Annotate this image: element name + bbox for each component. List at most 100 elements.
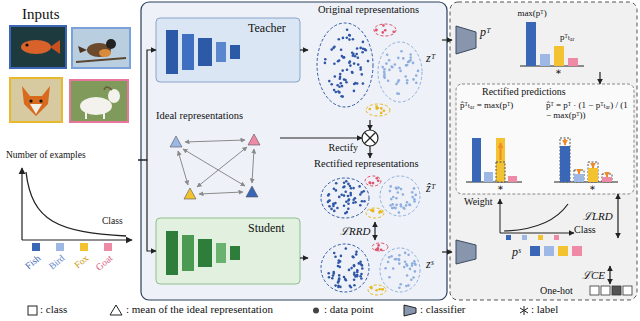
data-point: [355, 274, 358, 277]
data-point: [333, 46, 336, 49]
data-point: [406, 201, 409, 204]
data-point: [385, 62, 388, 65]
data-point: [394, 258, 397, 261]
data-point: [361, 51, 364, 54]
input-images: [10, 26, 130, 122]
data-point: [352, 187, 355, 190]
annotation-label: Fish: [13, 253, 43, 281]
data-point: [337, 280, 340, 283]
data-point: [340, 82, 343, 85]
data-point: [334, 75, 337, 78]
data-point: [395, 197, 398, 200]
data-point: [399, 283, 402, 286]
connector: [617, 194, 618, 238]
data-point: [346, 29, 349, 32]
data-point: [348, 38, 351, 41]
data-point: [409, 268, 412, 271]
node-title: Rectified representations: [314, 158, 419, 170]
data-point: [390, 255, 393, 258]
data-point: [332, 203, 335, 206]
node-text: p̂ᵀ = pᵀ · (1 − pᵀₜₐᵣ) / (1 − max(pᵀ)): [546, 100, 632, 121]
data-point: [376, 177, 379, 180]
data-point: [367, 60, 370, 63]
data-point: [369, 108, 372, 111]
data-point: [351, 255, 354, 258]
data-point: [342, 37, 345, 40]
data-point: [397, 57, 400, 60]
data-point: [335, 91, 338, 94]
data-point: [327, 272, 330, 275]
data-point: [406, 274, 409, 277]
annotation-label: Class: [574, 224, 596, 236]
data-point: [334, 284, 337, 287]
data-point: [357, 63, 360, 66]
data-point: [372, 182, 375, 185]
one-hot-vector: [590, 286, 632, 295]
data-point: [408, 204, 411, 207]
student-prediction: [456, 240, 582, 264]
data-point: [346, 69, 349, 72]
annotation-label: Fox: [61, 253, 91, 281]
data-point: [406, 79, 409, 82]
student-prediction: pˢ: [452, 238, 634, 266]
node-text: p̂ᵀₜₐᵣ = max(pᵀ): [460, 100, 544, 110]
data-point: [395, 187, 398, 190]
cluster-outline: [321, 244, 369, 292]
cluster-outline: [380, 248, 420, 292]
representation-plot: Original representationszᵀ: [308, 4, 442, 120]
data-point: [343, 185, 346, 188]
cluster-outline: [366, 104, 390, 116]
data-point: [386, 53, 389, 56]
data-point: [328, 205, 331, 208]
node-title: Rectified predictions: [482, 86, 566, 98]
data-point: [338, 277, 341, 280]
data-point: [361, 264, 364, 267]
one-hot-target: One-hot: [540, 284, 634, 299]
data-point: [412, 78, 415, 81]
connector: [138, 160, 156, 251]
connector: [374, 222, 375, 240]
node-title: Teacher: [248, 22, 286, 36]
data-point: [330, 83, 333, 86]
data-point: [398, 262, 401, 265]
data-point: [362, 82, 365, 85]
data-point: [340, 48, 343, 51]
data-point: [409, 204, 412, 207]
data-point: [349, 60, 352, 63]
data-point: [348, 269, 351, 272]
data-point: [353, 284, 356, 287]
data-point: [388, 59, 391, 62]
data-point: [349, 64, 352, 67]
data-point: [347, 199, 350, 202]
legend-text: : label: [531, 303, 558, 316]
data-point: [370, 286, 373, 289]
data-point: [378, 288, 381, 291]
data-point: [360, 277, 363, 280]
cluster-outline: [372, 243, 388, 251]
long-tail-chart: [22, 168, 132, 251]
data-point: [356, 275, 359, 278]
data-point: [356, 47, 359, 50]
data-point: [349, 185, 352, 188]
node-title: pˢ: [512, 246, 521, 260]
data-point: [338, 91, 341, 94]
representation-plot: Rectified representationsẑᵀ: [308, 158, 442, 222]
data-point: [340, 193, 343, 196]
data-point: [375, 29, 378, 32]
data-point: [387, 261, 390, 264]
data-point: [408, 60, 411, 63]
data-point: [359, 47, 362, 50]
cluster-outline: [378, 42, 422, 102]
data-point: [328, 193, 331, 196]
node-title: Ideal representations: [156, 110, 243, 122]
annotation-label: Bird: [37, 253, 67, 281]
data-point: [337, 265, 340, 268]
data-point: [360, 191, 363, 194]
connector: [442, 251, 452, 252]
data-point: [387, 80, 390, 83]
node-title: Rectify: [316, 142, 358, 154]
data-point: [349, 192, 352, 195]
data-point: [328, 276, 331, 279]
data-point: [345, 180, 348, 183]
data-point: [412, 276, 415, 279]
